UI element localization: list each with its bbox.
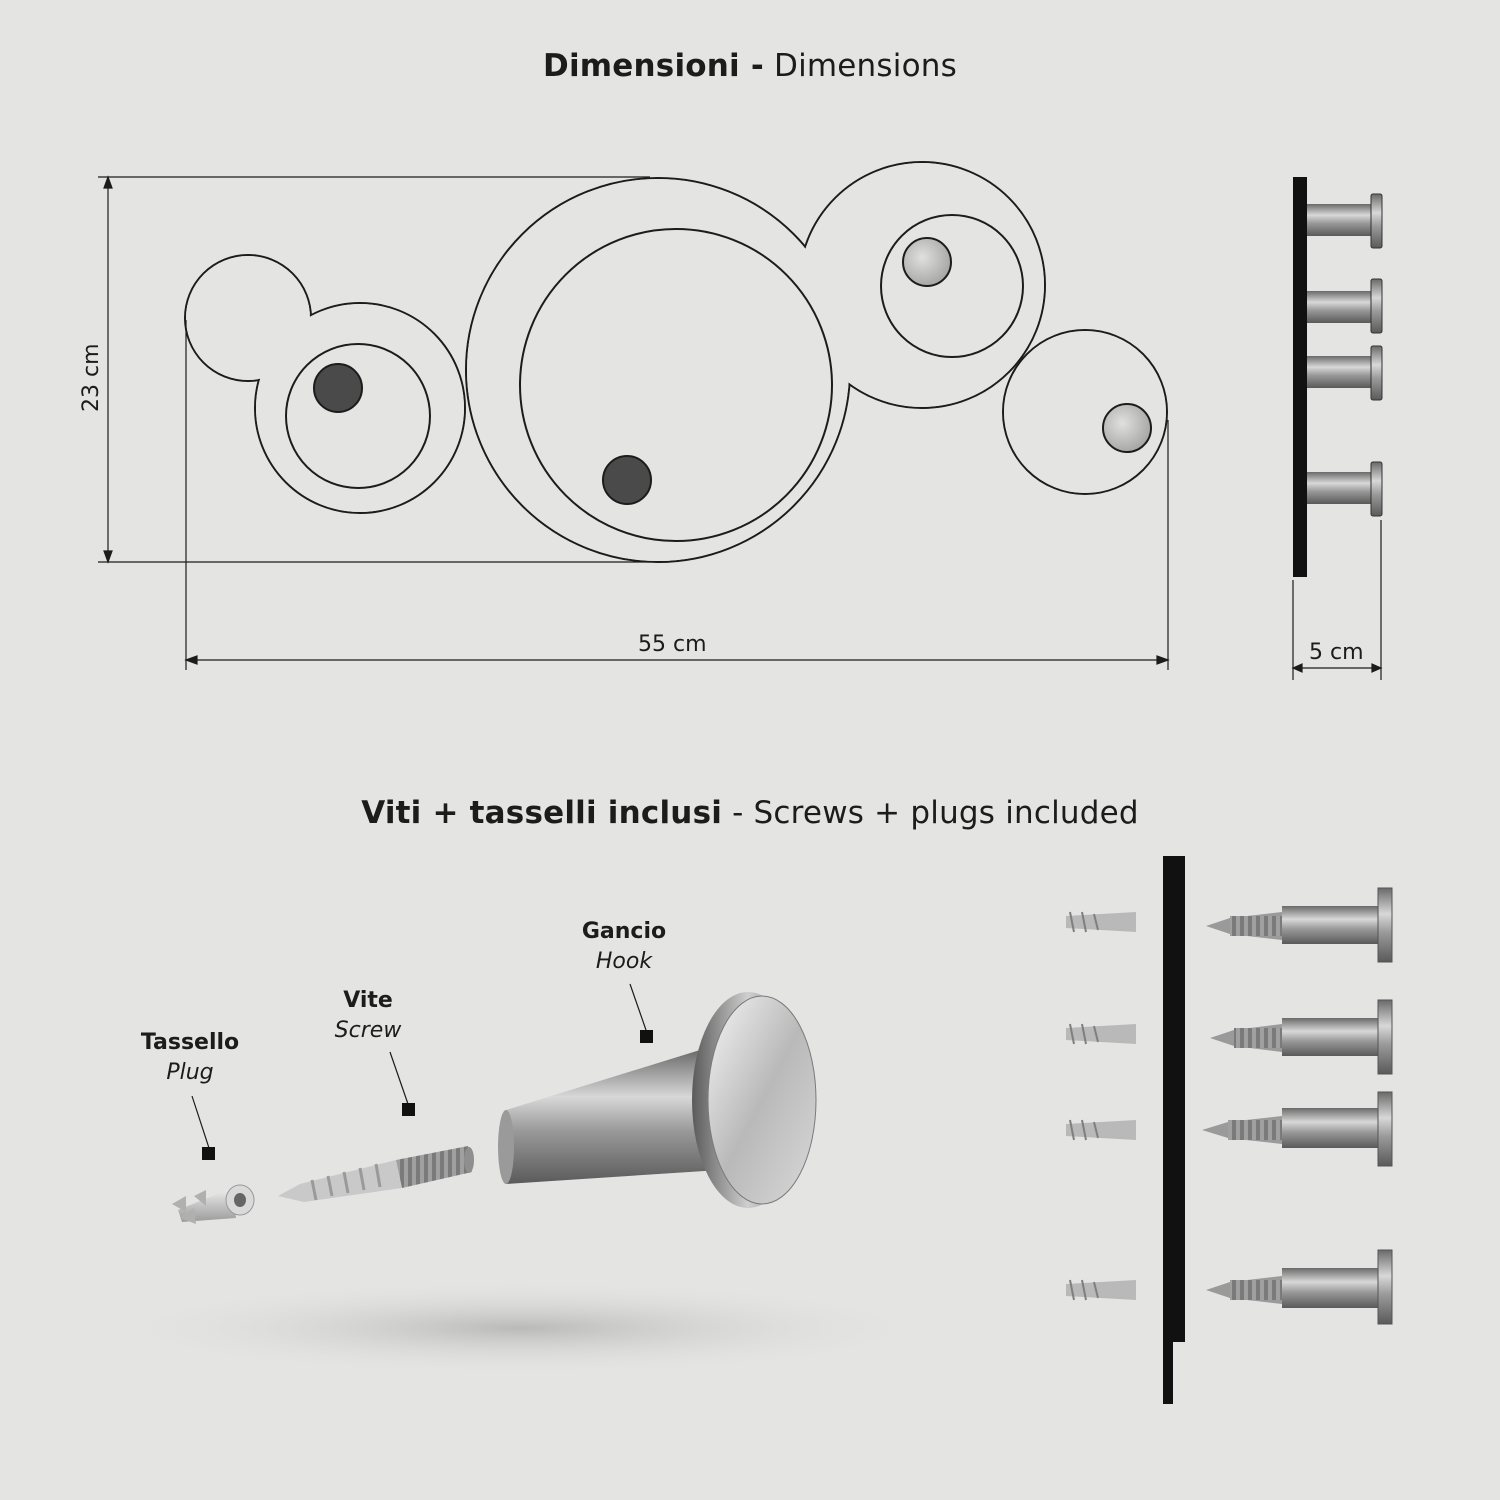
screw-translation: Screw xyxy=(334,1018,402,1043)
mount-row-3 xyxy=(1066,1091,1393,1167)
dimensions-title-bold: Dimensioni - xyxy=(543,48,764,84)
floor-shadow xyxy=(100,1280,940,1376)
includes-title-bold: Viti + tasselli inclusi xyxy=(361,795,723,831)
depth-dimension xyxy=(1291,520,1383,680)
includes-title-light: - Screws + plugs included xyxy=(732,795,1139,831)
screw-name: Vite xyxy=(343,988,393,1013)
width-dimension xyxy=(184,320,1170,670)
height-label: 23 cm xyxy=(79,343,104,412)
peg-dark-2 xyxy=(602,455,652,505)
plug-illustration xyxy=(172,1184,255,1224)
hook-name: Gancio xyxy=(581,919,667,944)
hook-illustration xyxy=(498,992,817,1208)
wall-line xyxy=(1163,856,1173,1404)
hook-label: Gancio Hook xyxy=(534,917,714,977)
peg-light-2 xyxy=(1102,403,1152,453)
inner-rings xyxy=(285,214,1024,542)
peg-dark-1 xyxy=(313,363,363,413)
plug-translation: Plug xyxy=(166,1060,214,1085)
mount-row-4 xyxy=(1066,1249,1393,1325)
screw-marker xyxy=(402,1103,415,1116)
peg-light-1 xyxy=(902,237,952,287)
plug-name: Tassello xyxy=(140,1030,240,1055)
side-hook-1 xyxy=(1307,193,1383,249)
plug-marker xyxy=(202,1147,215,1160)
mount-row-1 xyxy=(1066,887,1393,963)
hook-marker xyxy=(640,1030,653,1043)
screw-illustration xyxy=(278,1146,474,1202)
screw-label: Vite Screw xyxy=(278,986,458,1046)
plug-label: Tassello Plug xyxy=(100,1028,280,1088)
hook-translation: Hook xyxy=(595,949,653,974)
dimensions-title-light: Dimensions xyxy=(774,48,957,84)
inner-ring-2 xyxy=(519,228,833,542)
side-hook-4 xyxy=(1307,461,1383,517)
pegs xyxy=(313,237,1152,505)
includes-title: Viti + tasselli inclusi - Screws + plugs… xyxy=(0,795,1500,831)
height-dimension xyxy=(98,175,650,564)
width-label: 55 cm xyxy=(638,632,707,657)
inner-ring-1 xyxy=(285,343,431,489)
side-hook-3 xyxy=(1307,345,1383,401)
side-hook-2 xyxy=(1307,278,1383,334)
panel-line xyxy=(1173,856,1185,1342)
depth-label: 5 cm xyxy=(1309,640,1364,665)
side-view xyxy=(1293,177,1383,577)
dimensions-title: Dimensioni - Dimensions xyxy=(0,48,1500,84)
mount-row-2 xyxy=(1066,999,1393,1075)
mounting-diagram xyxy=(1163,856,1185,1404)
inner-ring-3 xyxy=(880,214,1024,358)
